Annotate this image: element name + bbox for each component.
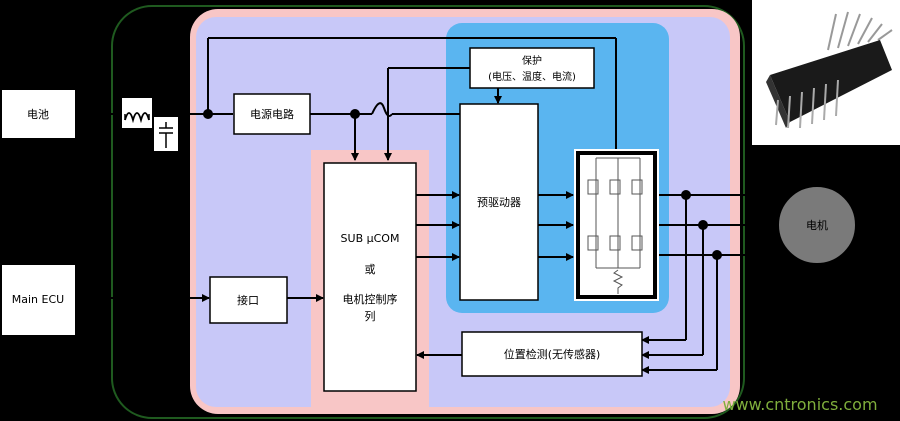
protection-label-1: 保护 (522, 54, 542, 67)
resistor-icon (612, 269, 624, 294)
mcu-label-3: 电机控制序 (343, 292, 398, 306)
power-circuit-label: 电源电路 (250, 107, 294, 121)
main-ecu-label: Main ECU (12, 293, 64, 306)
pre-driver-block: 预驱动器 (459, 103, 539, 301)
battery-block: 电池 (2, 90, 75, 138)
mosfet-bridge-icon (574, 149, 659, 301)
interface-block: 接口 (209, 276, 288, 324)
protection-block: 保护 (电压、温度、电流) (469, 47, 595, 89)
mcu-block: SUB µCOM 或 电机控制序 列 (323, 162, 417, 392)
mcu-label-4: 列 (365, 309, 376, 323)
interface-label: 接口 (237, 294, 259, 307)
watermark-text: www.cntronics.com (722, 395, 877, 414)
position-detect-label: 位置检测(无传感器) (504, 347, 601, 361)
motor-label: 电机 (806, 218, 828, 232)
inductor-coil-icon (122, 98, 152, 128)
wire-crossover (371, 102, 393, 117)
pre-driver-label: 预驱动器 (477, 196, 521, 209)
position-detect-block: 位置检测(无传感器) (461, 331, 643, 377)
junctions (203, 109, 722, 260)
main-ecu-block: Main ECU (2, 265, 75, 335)
battery-label: 电池 (27, 108, 49, 121)
mcu-label-2: 或 (365, 263, 376, 276)
protection-label-2: (电压、温度、电流) (488, 70, 576, 83)
capacitor-icon (154, 117, 178, 151)
mcu-label-1: SUB µCOM (341, 232, 400, 245)
ipm-module-photo (752, 0, 900, 145)
power-circuit-block: 电源电路 (233, 93, 311, 135)
motor-block: 电机 (777, 185, 857, 265)
